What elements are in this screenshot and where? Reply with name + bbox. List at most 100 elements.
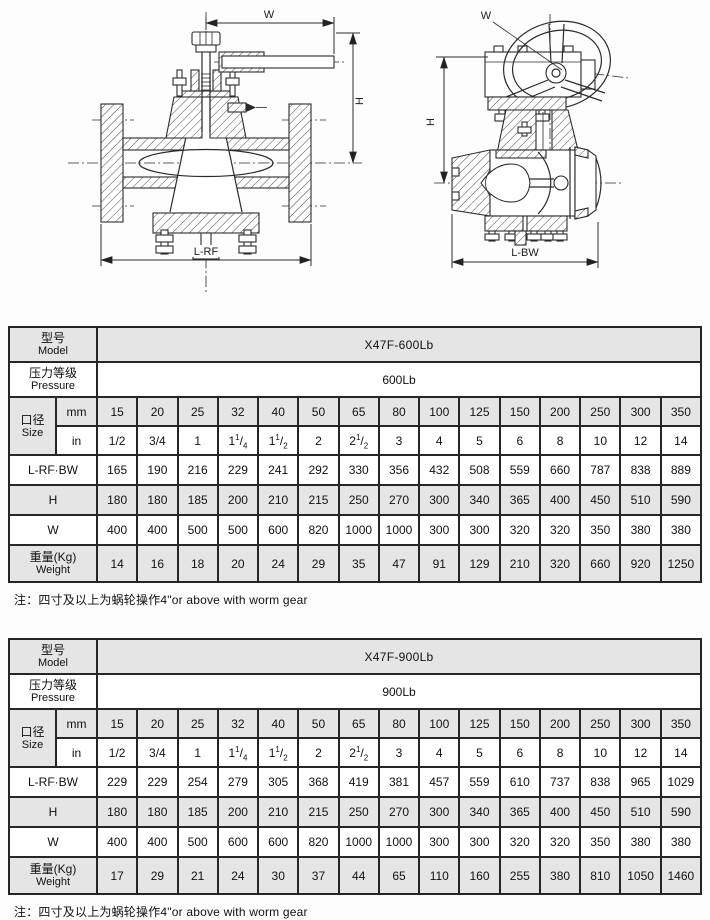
w-cell: 1000 xyxy=(337,514,380,546)
length-cell: 216 xyxy=(176,454,219,486)
length-cell: 660 xyxy=(538,454,582,486)
size-mm-cell: 200 xyxy=(538,708,582,739)
w-cell: 600 xyxy=(257,826,300,858)
size-in-cell: 5 xyxy=(458,425,501,456)
h-cell: 250 xyxy=(337,796,380,828)
size-in-cell: 14 xyxy=(659,737,703,768)
w-cell: 380 xyxy=(659,826,703,858)
length-cell: 838 xyxy=(619,454,662,486)
weight-cell: 255 xyxy=(498,856,541,895)
size-in-cell: 4 xyxy=(418,737,461,768)
dimension-w: W xyxy=(205,9,335,54)
length-cell: 305 xyxy=(257,766,300,798)
dimension-w-leader: W xyxy=(481,10,563,71)
weight-cell: 47 xyxy=(377,544,421,583)
w-cell: 600 xyxy=(257,514,300,546)
length-cell: 1029 xyxy=(659,766,703,798)
size-in-cell: 21/2 xyxy=(337,425,380,456)
dimension-lbw: L-BW xyxy=(451,214,599,268)
size-mm-cell: 300 xyxy=(619,396,662,427)
h-cell: 340 xyxy=(458,796,501,828)
h-cell: 210 xyxy=(257,484,300,516)
dim-label-lbw: L-BW xyxy=(511,247,539,259)
size-mm-cell: 65 xyxy=(337,708,380,739)
size-mm-cell: 100 xyxy=(418,708,461,739)
weight-cell: 29 xyxy=(136,856,179,895)
size-in-cell: 6 xyxy=(498,737,541,768)
size-mm-cell: 50 xyxy=(297,708,340,739)
h-cell: 300 xyxy=(418,796,461,828)
h-cell: 365 xyxy=(498,484,541,516)
weight-cell: 65 xyxy=(377,856,421,895)
weight-cell: 91 xyxy=(418,544,461,583)
note-900lb: 注：四寸及以上为蜗轮操作4"or above with worm gear xyxy=(14,905,308,919)
unit-mm-label: mm xyxy=(55,396,98,427)
dim-label-lrf: L-RF xyxy=(194,246,219,258)
length-cell: 559 xyxy=(458,766,501,798)
weight-cell: 37 xyxy=(297,856,340,895)
w-cell: 380 xyxy=(619,826,662,858)
w-cell: 320 xyxy=(498,514,541,546)
weight-cell: 920 xyxy=(619,544,662,583)
size-mm-cell: 125 xyxy=(458,708,501,739)
valve-drawings: W H L-RF xyxy=(0,0,710,320)
h-cell: 180 xyxy=(136,484,179,516)
weight-cell: 1050 xyxy=(619,856,662,895)
weight-cell: 35 xyxy=(337,544,380,583)
size-in-cell: 12 xyxy=(619,737,662,768)
length-cell: 279 xyxy=(216,766,260,798)
h-cell: 450 xyxy=(579,796,622,828)
gearbox xyxy=(484,45,596,98)
weight-cell: 810 xyxy=(579,856,622,895)
w-cell: 600 xyxy=(216,826,260,858)
dim-label-w: W xyxy=(264,9,275,21)
weight-cell: 16 xyxy=(136,544,179,583)
length-cell: 787 xyxy=(579,454,622,486)
weight-label: 重量(Kg)Weight xyxy=(8,544,98,583)
h-cell: 200 xyxy=(216,484,260,516)
size-in-cell: 21/2 xyxy=(337,737,380,768)
h-cell: 450 xyxy=(579,484,622,516)
model-value: X47F-900Lb xyxy=(96,638,702,675)
length-cell: 419 xyxy=(337,766,380,798)
length-cell: 457 xyxy=(418,766,461,798)
weight-cell: 380 xyxy=(538,856,582,895)
row-label-h: H xyxy=(8,484,98,516)
dimension-h: H xyxy=(336,32,366,164)
size-mm-cell: 250 xyxy=(579,708,622,739)
h-cell: 210 xyxy=(257,796,300,828)
length-cell: 965 xyxy=(619,766,662,798)
size-in-cell: 3/4 xyxy=(136,737,179,768)
w-cell: 1000 xyxy=(337,826,380,858)
dim-label-w: W xyxy=(481,10,492,22)
unit-in-label: in xyxy=(55,737,98,768)
h-cell: 590 xyxy=(659,484,703,516)
size-in-cell: 10 xyxy=(579,425,622,456)
size-mm-cell: 80 xyxy=(377,708,421,739)
length-cell: 330 xyxy=(337,454,380,486)
size-mm-cell: 20 xyxy=(136,396,179,427)
size-mm-cell: 250 xyxy=(579,396,622,427)
size-mm-cell: 80 xyxy=(377,396,421,427)
size-in-cell: 3 xyxy=(377,737,421,768)
dim-label-h: H xyxy=(354,97,366,105)
size-mm-cell: 65 xyxy=(337,396,380,427)
size-in-cell: 11/4 xyxy=(216,425,260,456)
length-cell: 368 xyxy=(297,766,340,798)
lever-handle xyxy=(191,31,335,73)
h-cell: 510 xyxy=(619,796,662,828)
w-cell: 500 xyxy=(216,514,260,546)
weight-cell: 30 xyxy=(257,856,300,895)
h-cell: 270 xyxy=(377,484,421,516)
weight-cell: 18 xyxy=(176,544,219,583)
size-mm-cell: 350 xyxy=(659,396,703,427)
length-cell: 241 xyxy=(257,454,300,486)
